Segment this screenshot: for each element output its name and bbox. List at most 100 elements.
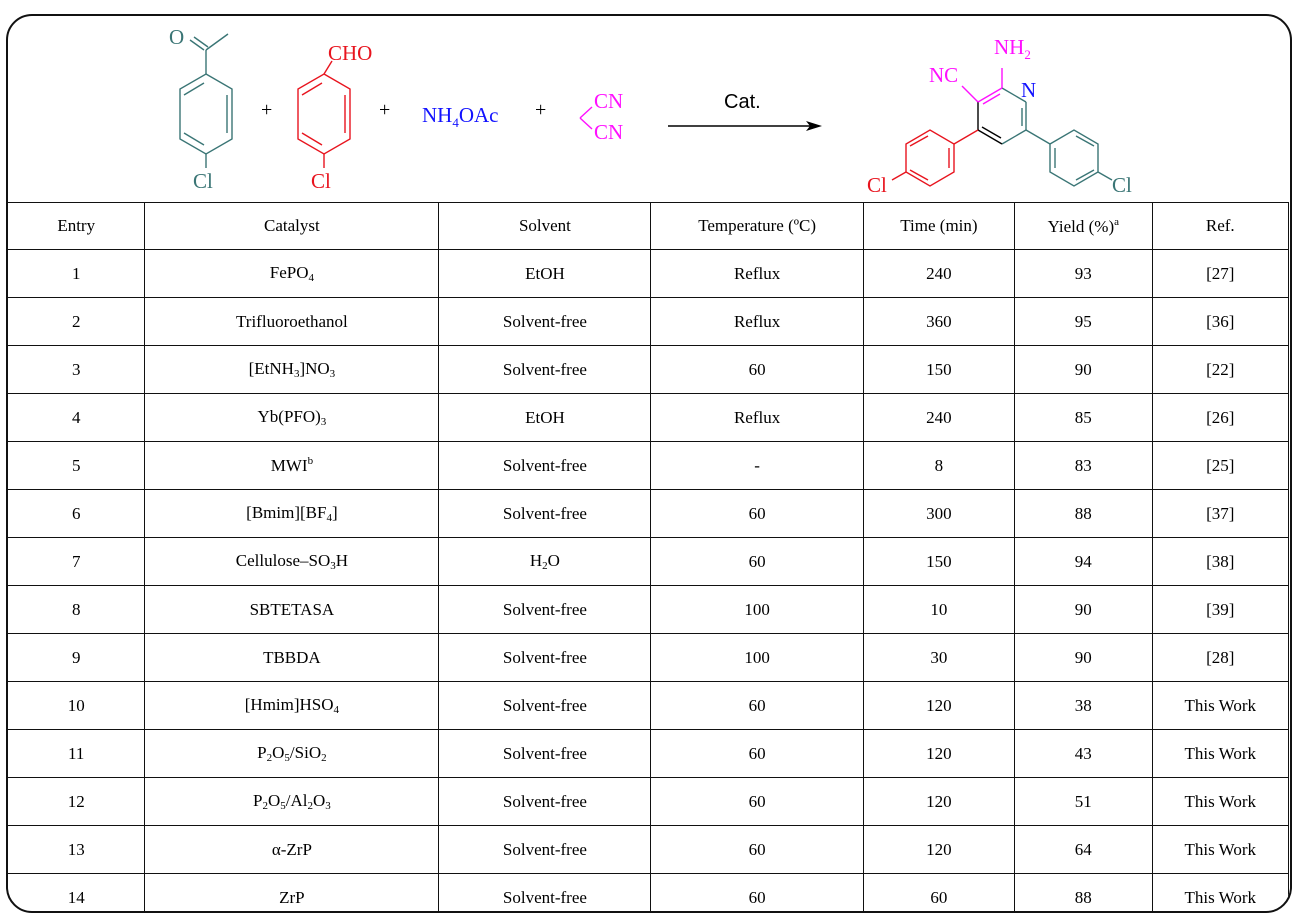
cell-yield: 94 (1015, 538, 1152, 586)
cell-yield: 51 (1015, 778, 1152, 826)
cell-ref: [28] (1152, 634, 1288, 682)
product-amino: NH2 (994, 35, 1031, 62)
formula-part: [EtNH (249, 359, 294, 378)
cell-entry: 8 (8, 586, 145, 634)
formula-part: H (530, 551, 542, 570)
cell-time: 120 (863, 682, 1014, 730)
formula-part: 3 (325, 800, 331, 812)
cell-entry: 4 (8, 394, 145, 442)
cell-yield: 90 (1015, 634, 1152, 682)
cell-catalyst: [Hmim]HSO4 (145, 682, 439, 730)
formula-part: EtOH (525, 264, 565, 283)
cell-yield: 90 (1015, 586, 1152, 634)
cell-temperature: - (651, 442, 863, 490)
cell-solvent: Solvent-free (439, 874, 651, 913)
cell-time: 360 (863, 298, 1014, 346)
cell-ref: [27] (1152, 250, 1288, 298)
cell-catalyst: ZrP (145, 874, 439, 913)
product-molecule (892, 68, 1112, 186)
header-entry: Entry (8, 203, 145, 250)
cell-time: 240 (863, 394, 1014, 442)
cell-yield: 95 (1015, 298, 1152, 346)
cell-yield: 88 (1015, 490, 1152, 538)
cell-ref: This Work (1152, 730, 1288, 778)
formula-part: Solvent-free (503, 840, 587, 859)
cell-entry: 6 (8, 490, 145, 538)
cell-solvent: Solvent-free (439, 778, 651, 826)
cell-temperature: 60 (651, 682, 863, 730)
product-pyridine-n: N (1021, 78, 1036, 102)
cell-entry: 10 (8, 682, 145, 730)
reaction-scheme: O Cl + CHO Cl + NH4OAc + (8, 16, 1290, 202)
cell-ref: [25] (1152, 442, 1288, 490)
plus-sign-3: + (535, 99, 546, 121)
cell-ref: This Work (1152, 778, 1288, 826)
cell-solvent: Solvent-free (439, 442, 651, 490)
cell-time: 150 (863, 346, 1014, 394)
formula-part: SBTETASA (250, 600, 335, 619)
cell-solvent: Solvent-free (439, 298, 651, 346)
cell-temperature: 60 (651, 490, 863, 538)
reactant-chlorobenzaldehyde (298, 61, 350, 168)
cell-time: 150 (863, 538, 1014, 586)
formula-part: 4 (309, 272, 315, 284)
cell-time: 300 (863, 490, 1014, 538)
ammonium-acetate: NH4OAc (422, 103, 499, 130)
cell-time: 60 (863, 874, 1014, 913)
cell-time: 120 (863, 826, 1014, 874)
header-solvent: Solvent (439, 203, 651, 250)
formula-part: 3 (330, 368, 336, 380)
cell-yield: 38 (1015, 682, 1152, 730)
cell-ref: This Work (1152, 874, 1288, 913)
formula-part: MWI (271, 456, 308, 475)
malononitrile-cn-top: CN (594, 89, 623, 113)
cell-temperature: 60 (651, 538, 863, 586)
cell-solvent: EtOH (439, 250, 651, 298)
cell-ref: [36] (1152, 298, 1288, 346)
cell-yield: 90 (1015, 346, 1152, 394)
cell-catalyst: FePO4 (145, 250, 439, 298)
reactant1-chlorine: Cl (193, 169, 213, 193)
formula-part: ]NO (299, 359, 329, 378)
cell-catalyst: SBTETASA (145, 586, 439, 634)
cell-catalyst: MWIb (145, 442, 439, 490)
cell-catalyst: α-ZrP (145, 826, 439, 874)
formula-part: α-ZrP (272, 840, 312, 859)
cell-ref: [22] (1152, 346, 1288, 394)
reactant1-oxygen: O (169, 25, 184, 49)
formula-part: O (272, 743, 284, 762)
cell-catalyst: Trifluoroethanol (145, 298, 439, 346)
formula-part: Solvent-free (503, 744, 587, 763)
header-catalyst: Catalyst (145, 203, 439, 250)
reactant2-aldehyde: CHO (328, 41, 372, 65)
cell-yield: 43 (1015, 730, 1152, 778)
cell-yield: 88 (1015, 874, 1152, 913)
cell-temperature: 100 (651, 634, 863, 682)
cell-solvent: Solvent-free (439, 730, 651, 778)
formula-part: Solvent-free (503, 600, 587, 619)
cell-ref: This Work (1152, 682, 1288, 730)
cell-catalyst: TBBDA (145, 634, 439, 682)
plus-sign-2: + (379, 99, 390, 121)
formula-part: P (257, 743, 266, 762)
cell-entry: 11 (8, 730, 145, 778)
cell-solvent: Solvent-free (439, 586, 651, 634)
cell-catalyst: Cellulose–SO3H (145, 538, 439, 586)
reactant2-chlorine: Cl (311, 169, 331, 193)
cell-temperature: Reflux (651, 298, 863, 346)
formula-part: O (548, 551, 560, 570)
cell-solvent: Solvent-free (439, 490, 651, 538)
product-chlorine-left: Cl (867, 173, 887, 197)
cell-solvent: H2O (439, 538, 651, 586)
reaction-arrow (668, 121, 822, 131)
formula-part: Solvent-free (503, 456, 587, 475)
formula-part: O (268, 791, 280, 810)
